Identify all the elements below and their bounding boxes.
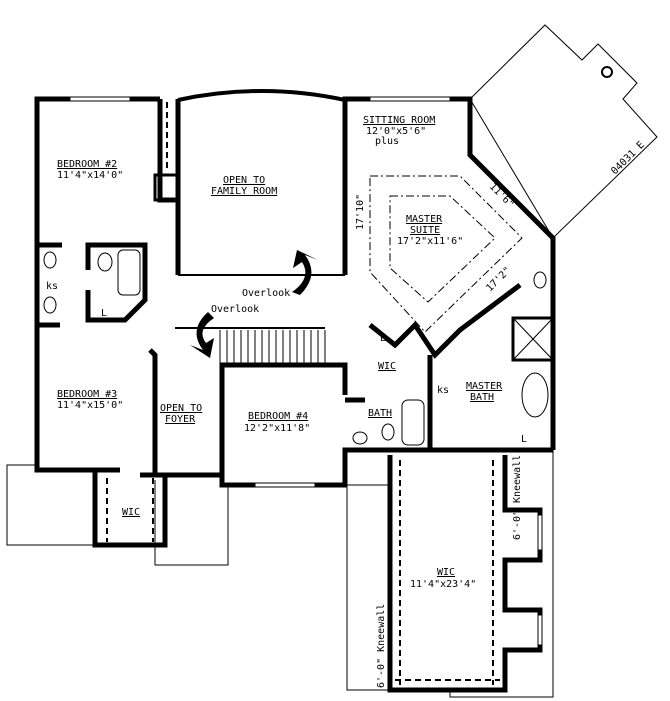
stairs xyxy=(219,330,326,364)
family-label-1: OPEN TO xyxy=(223,175,265,186)
bedroom4-label: BEDROOM #4 xyxy=(248,411,308,422)
wic-large-wall xyxy=(387,455,543,693)
toilet xyxy=(533,271,547,289)
lower-left-outline xyxy=(6,464,95,546)
sink xyxy=(43,251,57,269)
foyer-label-1: OPEN TO xyxy=(160,403,202,414)
roof-outline xyxy=(469,24,658,239)
bedroom4-wall xyxy=(219,365,388,488)
chase xyxy=(153,173,180,202)
overlook-label-1: Overlook xyxy=(242,288,290,299)
sitting-label: SITTING ROOM xyxy=(363,115,435,126)
sitting-size: 12'0"x5'6" xyxy=(366,126,426,137)
bath-divider xyxy=(365,355,433,453)
sink xyxy=(43,296,57,314)
kneewall-outline-left xyxy=(346,484,388,691)
window xyxy=(537,514,543,551)
bedroom4-size: 12'2"x11'8" xyxy=(244,423,310,434)
bath-label: BATH xyxy=(368,408,392,419)
bedroom2-label: BEDROOM #2 xyxy=(57,159,117,170)
shower xyxy=(511,316,555,362)
tub xyxy=(521,372,549,418)
plan-logo-icon xyxy=(601,66,613,78)
tray-ceiling-inner xyxy=(389,195,496,303)
kneewall-right-label: Kneewall xyxy=(512,455,523,503)
bath2-wall-b xyxy=(85,242,148,323)
exterior-wall-sitting xyxy=(342,96,556,450)
master-suite-label-1: MASTER xyxy=(406,214,443,225)
family-label-2: FAMILY ROOM xyxy=(211,186,277,197)
master-suite-label-2: SUITE xyxy=(410,225,440,236)
tray-ceiling-outer xyxy=(369,175,523,333)
overlook-label-2: Overlook xyxy=(211,304,259,315)
sink xyxy=(352,431,368,445)
laundry-label: L xyxy=(380,333,386,344)
closet-wall xyxy=(157,99,178,203)
porch-outline xyxy=(154,480,229,566)
wic-large-size: 11'4"x23'4" xyxy=(410,579,476,590)
window xyxy=(69,96,131,102)
sitting-plus: plus xyxy=(375,136,399,147)
ks-label: ks xyxy=(437,385,449,396)
wic-master-label: WIC xyxy=(378,361,396,372)
bathtub xyxy=(117,249,141,296)
kneewall-outline-bottom xyxy=(449,450,554,698)
ks-label: ks xyxy=(46,281,58,292)
wic-bed3-label: WIC xyxy=(122,507,140,518)
bedroom3-size: 11'4"x15'0" xyxy=(57,400,123,411)
master-suite-size: 17'2"x11'6" xyxy=(397,236,463,247)
bedroom2-size: 11'4"x14'0" xyxy=(57,170,123,181)
toilet xyxy=(381,423,395,441)
wic-bed3 xyxy=(92,470,168,548)
dim-17-10: 17'10" xyxy=(355,194,366,230)
laundry-label: L xyxy=(101,308,107,319)
master-closet-wall xyxy=(368,283,522,359)
bedroom3-label: BEDROOM #3 xyxy=(57,389,117,400)
master-bath-label-2: BATH xyxy=(470,392,494,403)
shower-x xyxy=(512,317,554,361)
laundry-label: L xyxy=(521,434,527,445)
toilet xyxy=(97,252,113,272)
wic-large-label: WIC xyxy=(437,567,455,578)
dim-17-2: 17'2" xyxy=(484,265,513,294)
foyer-label-2: FOYER xyxy=(165,414,196,425)
master-bath-label-1: MASTER xyxy=(466,381,503,392)
window xyxy=(254,482,316,488)
bath-tub xyxy=(401,399,425,446)
window xyxy=(369,96,451,102)
window xyxy=(537,614,543,646)
plan-id: 04031 E xyxy=(609,140,647,178)
kneewall-left-label: 6'-0" Kneewall xyxy=(376,604,387,688)
overlook-arrow-icon xyxy=(190,312,214,358)
overlook-arrow-icon xyxy=(292,250,318,295)
kneewall-right-height: 6'-0" xyxy=(512,510,523,540)
bay-window-arc xyxy=(177,89,346,102)
